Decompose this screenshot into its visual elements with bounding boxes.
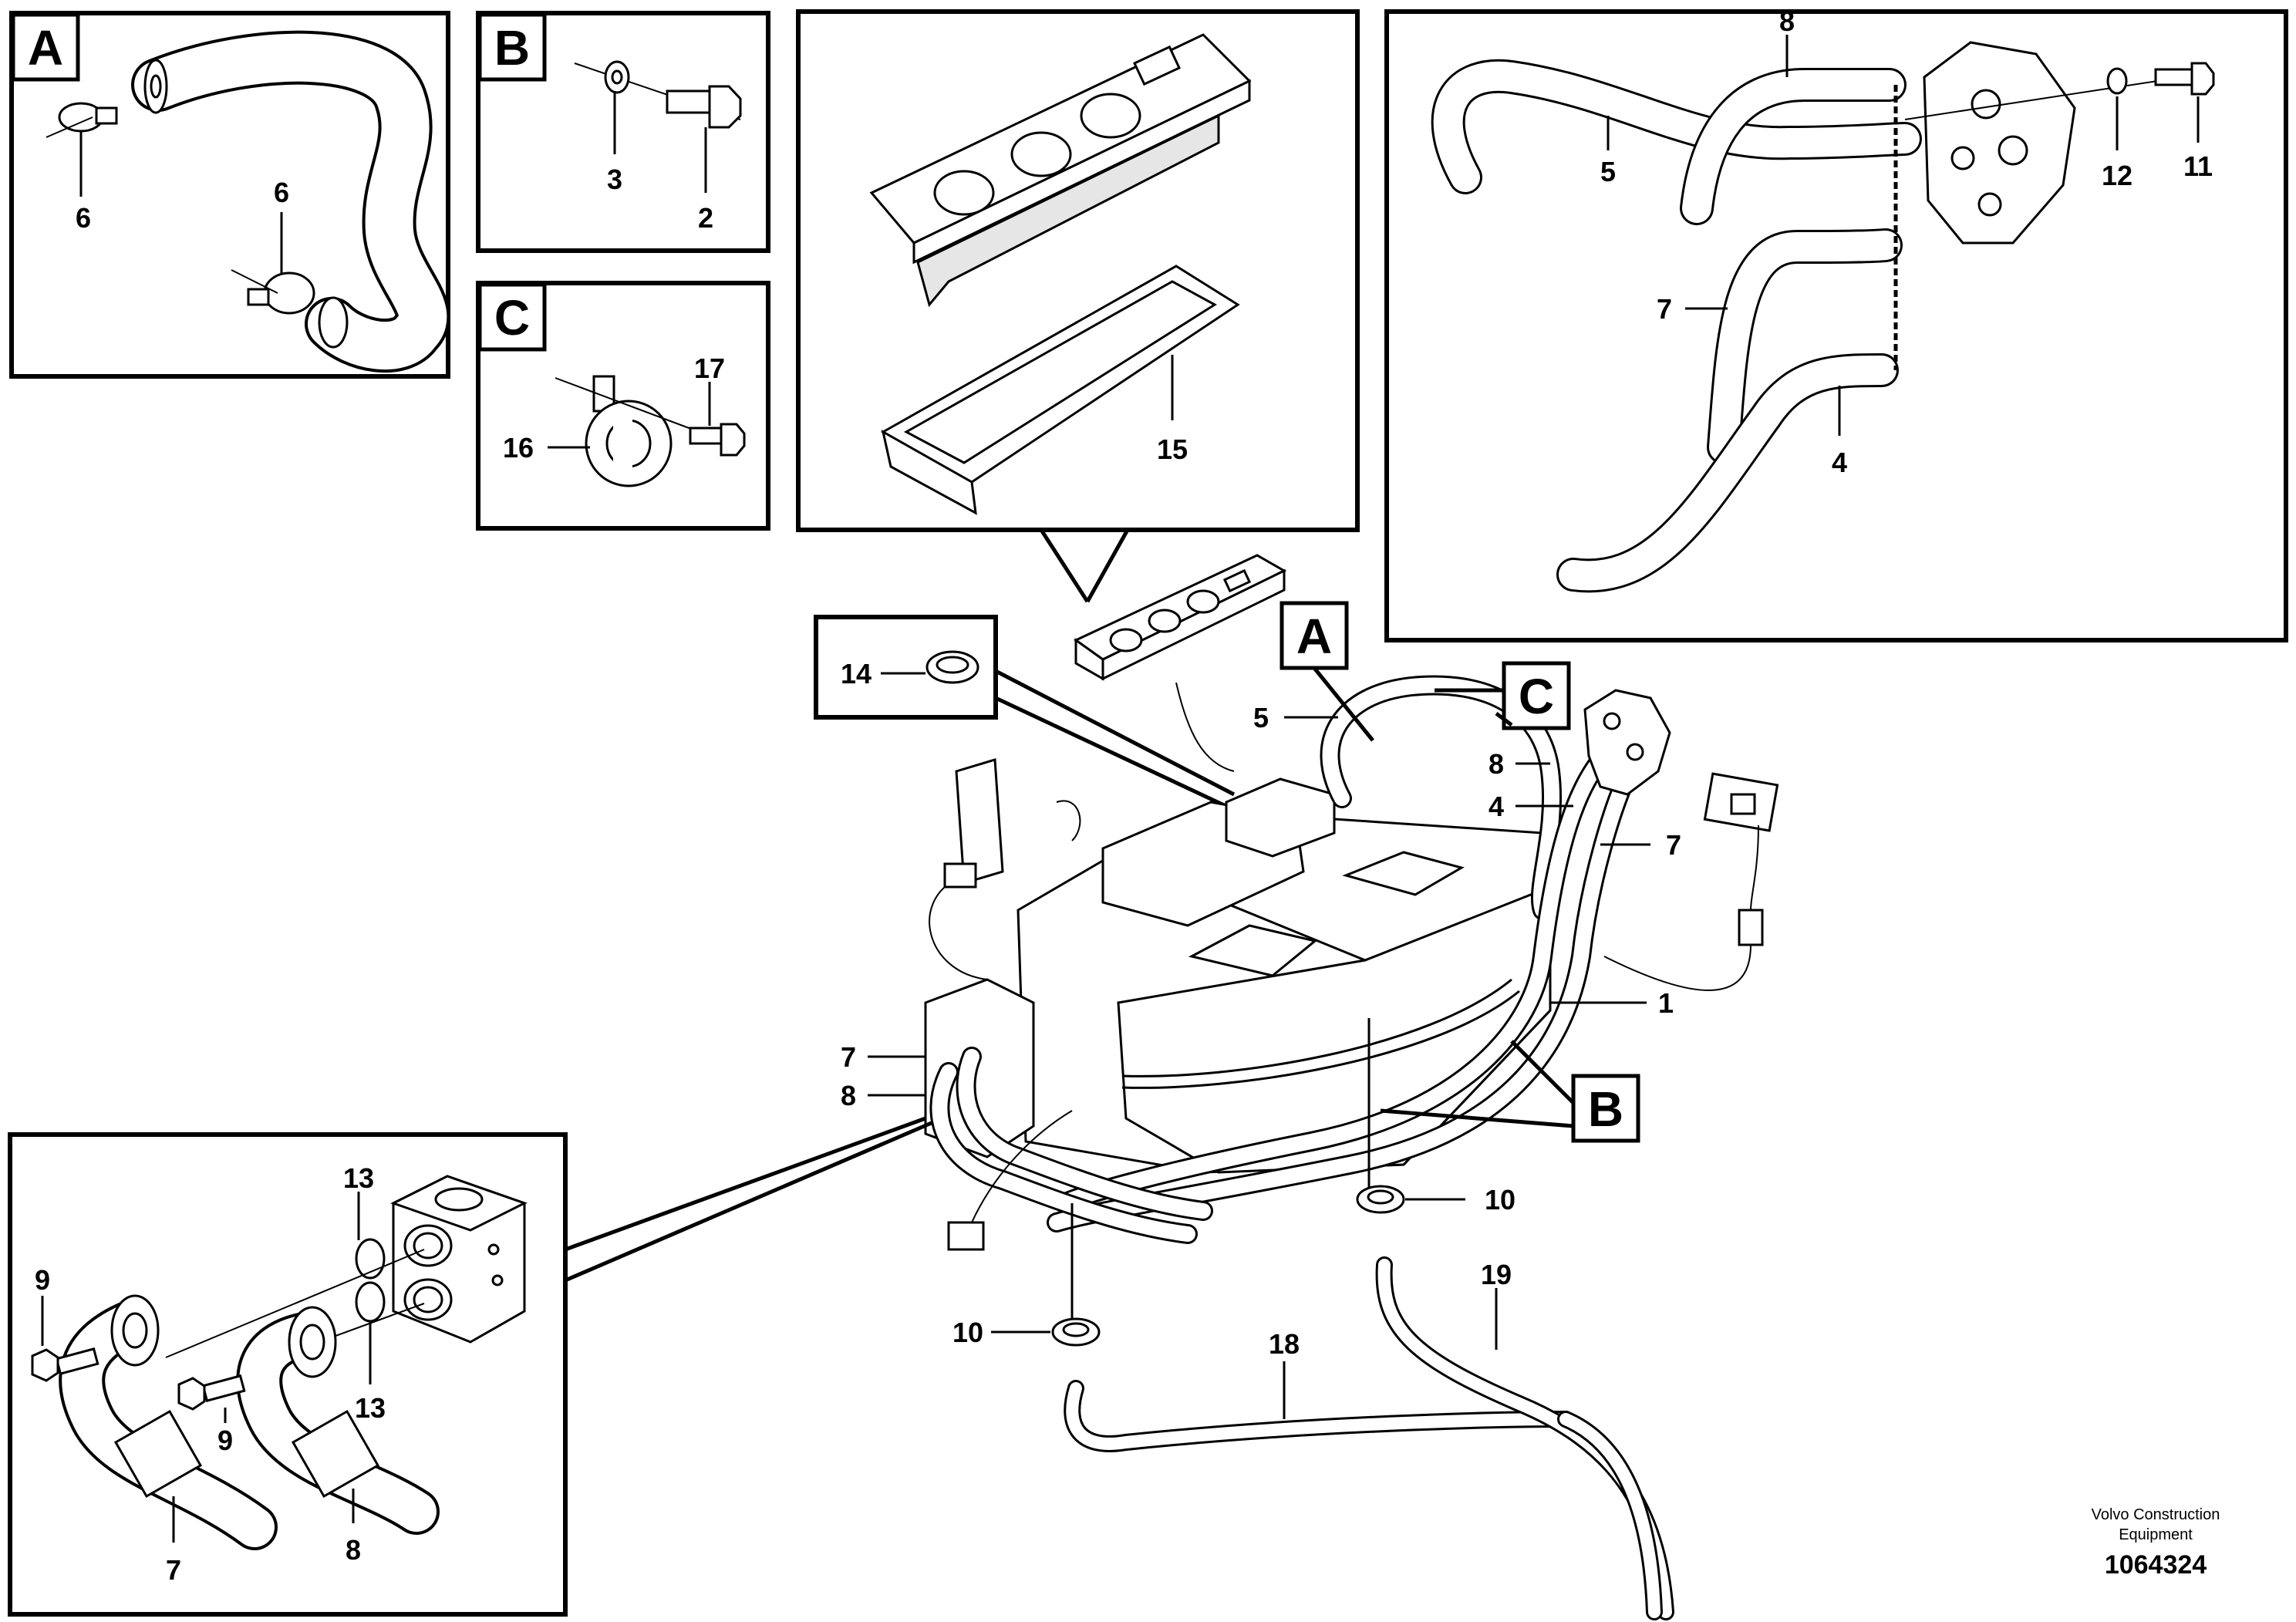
main-grommet-plate (1583, 689, 1671, 796)
bolt-2 (666, 85, 742, 129)
bolt-17 (689, 423, 746, 457)
callout-4-main: 4 (1489, 791, 1504, 822)
company-line-1: Volvo Construction (2092, 1506, 2220, 1523)
drain-hose-18 (1064, 1380, 1574, 1452)
callout-3: 3 (607, 164, 622, 195)
callout-16: 16 (503, 432, 534, 464)
callout-14: 14 (841, 658, 872, 690)
hose-5 (1431, 59, 1922, 194)
callout-9-left: 9 (35, 1264, 50, 1296)
callout-17: 17 (694, 352, 725, 384)
callout-1: 1 (1658, 987, 1674, 1019)
callout-5-hoses: 5 (1600, 156, 1616, 187)
hose-7 (1707, 228, 1903, 464)
main-letter-b: B (1588, 1081, 1623, 1137)
control-panel (869, 33, 1252, 308)
company-line-2: Equipment (2119, 1526, 2193, 1543)
callout-13-lower: 13 (355, 1392, 386, 1424)
callout-6-a1: 6 (76, 202, 91, 234)
callout-7-hoses: 7 (1657, 293, 1672, 325)
callout-13-upper: 13 (343, 1162, 374, 1194)
inset-c-letter: C (494, 290, 530, 346)
pipe-fitting-7 (59, 1294, 278, 1550)
callout-10-right: 10 (1485, 1184, 1515, 1216)
p-clip-16 (585, 375, 673, 487)
main-tag-c (1502, 661, 1571, 730)
inset-panel-frame (796, 9, 1360, 532)
hose-clamp-lower (247, 271, 315, 315)
callout-12: 12 (2102, 160, 2132, 191)
grommet-plate (1923, 41, 2076, 244)
drawing-number: 1064324 (2105, 1550, 2207, 1580)
title-block: Volvo Construction Equipment 1064324 (2092, 1506, 2220, 1580)
inset-b: B 3 2 (476, 11, 770, 253)
hose-a (131, 30, 450, 373)
inset-b-frame (476, 11, 770, 253)
callout-10-left: 10 (952, 1317, 983, 1348)
callout-8-hoses: 8 (1779, 5, 1795, 37)
inset-c: C 17 16 (476, 281, 770, 531)
main-tag-b (1571, 1074, 1640, 1143)
inset-b-letter: B (494, 20, 530, 76)
callout-8-main: 8 (1489, 748, 1504, 780)
bolt-9-right (177, 1374, 246, 1411)
callout-7-main-right: 7 (1666, 829, 1681, 861)
expansion-valve (390, 1175, 528, 1344)
bolt-11 (2154, 62, 2215, 96)
callout-7-valve: 7 (166, 1554, 181, 1586)
o-ring-lower (355, 1281, 386, 1323)
main-control-panel (1074, 554, 1287, 772)
callout-2: 2 (698, 202, 713, 234)
inset-seal: 14 (814, 615, 998, 720)
pipe-fitting-8 (236, 1306, 440, 1535)
hose-clamp-upper (58, 102, 118, 133)
main-letter-a: A (1296, 609, 1332, 664)
main-letter-c: C (1519, 669, 1554, 724)
callout-5-main: 5 (1253, 702, 1269, 733)
callout-8-valve: 8 (346, 1534, 361, 1566)
left-harness (929, 800, 1081, 1251)
callout-18: 18 (1269, 1328, 1300, 1360)
inset-a: A 6 6 (9, 11, 450, 379)
drain-grommet-right (1356, 1185, 1405, 1214)
inset-b-tag (477, 12, 547, 82)
hose-4 (1556, 353, 1899, 593)
panel-frame-15 (880, 265, 1240, 515)
drain-grommet-left (1051, 1317, 1101, 1347)
callout-4-hoses: 4 (1832, 447, 1847, 478)
callout-9-right: 9 (217, 1425, 233, 1456)
heater-unit (924, 758, 1559, 1174)
callout-11: 11 (2183, 150, 2213, 182)
inset-control-panel: 15 (796, 9, 1360, 532)
washer-12 (2106, 67, 2128, 95)
callout-6-a2: 6 (274, 177, 289, 208)
bolt-9-left (31, 1347, 99, 1382)
inset-c-tag (477, 282, 547, 352)
hose-8 (1680, 67, 1907, 225)
callout-19: 19 (1481, 1259, 1512, 1290)
inset-hoses-frame (1384, 9, 2288, 642)
drain-hose-19 (1375, 1256, 1674, 1620)
inset-hoses: 8 5 12 11 7 4 (1384, 5, 2288, 642)
callout-8-main-left: 8 (841, 1080, 856, 1111)
temperature-sensor (1603, 772, 1779, 991)
main-hoses (929, 675, 1645, 1244)
inset-valve: 13 9 9 13 7 8 (8, 1132, 568, 1617)
inset-a-tag (11, 12, 80, 82)
callout-7-main-left: 7 (841, 1041, 856, 1073)
inset-a-letter: A (28, 20, 63, 76)
callout-15: 15 (1157, 433, 1188, 465)
